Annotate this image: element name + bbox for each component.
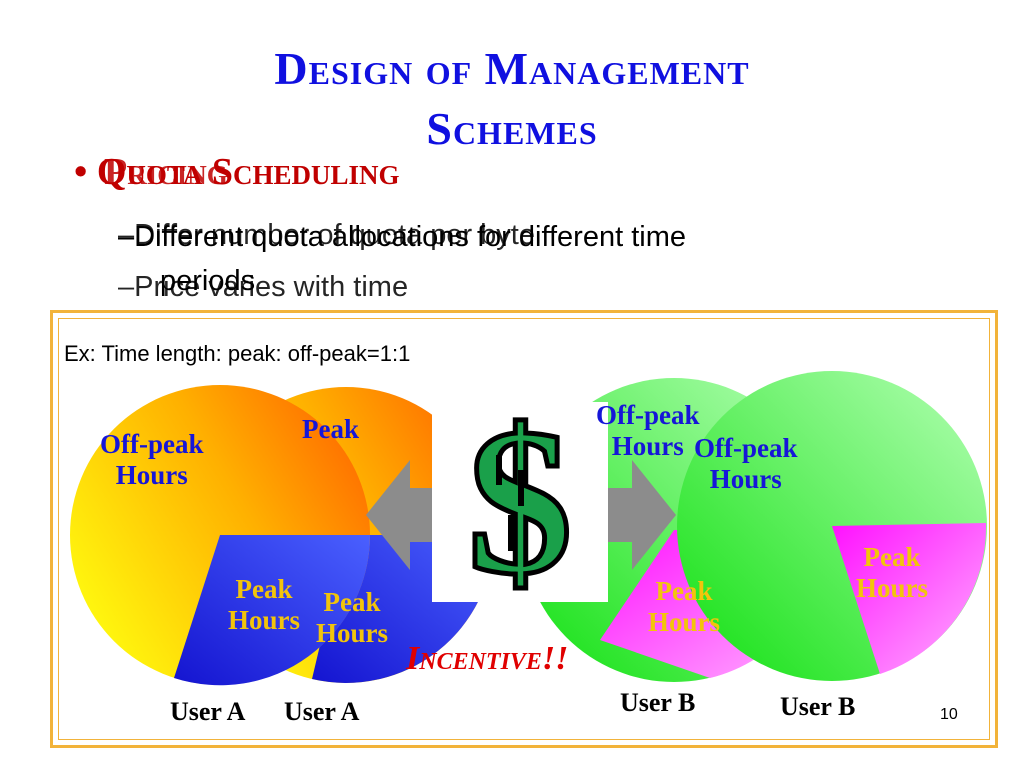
- page-number: 10: [940, 706, 958, 723]
- slide-title-line-1: Design of Management: [274, 43, 750, 94]
- incentive-label: Incentive!!: [406, 640, 569, 677]
- dollar-sign-icon: $: [465, 384, 575, 621]
- pie-user-a-left-peak-slice: [174, 535, 371, 686]
- bullet-pricing-label: Pricing: [104, 151, 228, 193]
- sub-bullet-price-varies: –Price varies with time: [118, 271, 409, 303]
- example-caption: Ex: Time length: peak: off-peak=1:1: [64, 341, 411, 366]
- label-b-right-peak: Peak Hours: [856, 542, 929, 603]
- pie-user-b-right-peak-slice: [832, 523, 987, 674]
- pie-user-a-left: [70, 385, 371, 686]
- arrow-right-icon: [592, 460, 676, 570]
- slide-title-line-2: Schemes: [426, 103, 598, 154]
- label-b-left-peak: Peak Hours: [648, 576, 721, 637]
- example-frame-inner: [58, 318, 990, 740]
- label-user-a-left: User A: [170, 697, 246, 726]
- pie-user-b-right: [677, 371, 987, 681]
- label-user-a-right: User A: [284, 697, 360, 726]
- arrow-left-icon: [366, 460, 450, 570]
- sub-bullet-quota-per-byte: –Differ number of quota per byte: [118, 219, 535, 251]
- bullet-quota-scheduling-label: Quota Scheduling: [96, 151, 400, 193]
- sub-bullet-periods: periods: [160, 265, 256, 297]
- label-a-left-off-peak: Off-peak Hours: [100, 429, 204, 490]
- bullet-quota-scheduling: • Quota Scheduling: [74, 150, 400, 194]
- bullet-dot: •: [74, 151, 97, 193]
- sub-bullet-quota-allocations: –Different quota allocations for differe…: [118, 221, 686, 253]
- label-a-left-peak: Peak Hours: [228, 574, 301, 635]
- label-user-b-left: User B: [620, 688, 696, 717]
- label-a-right-top: Peak: [302, 414, 359, 444]
- label-user-b-right: User B: [780, 692, 856, 721]
- label-b-right-off-peak: Off-peak Hours: [694, 433, 798, 494]
- label-b-left-off-peak: Off-peak Hours: [596, 400, 700, 461]
- label-a-right-peak: Peak Hours: [316, 587, 389, 648]
- bullet-pricing: Pricing: [104, 150, 228, 194]
